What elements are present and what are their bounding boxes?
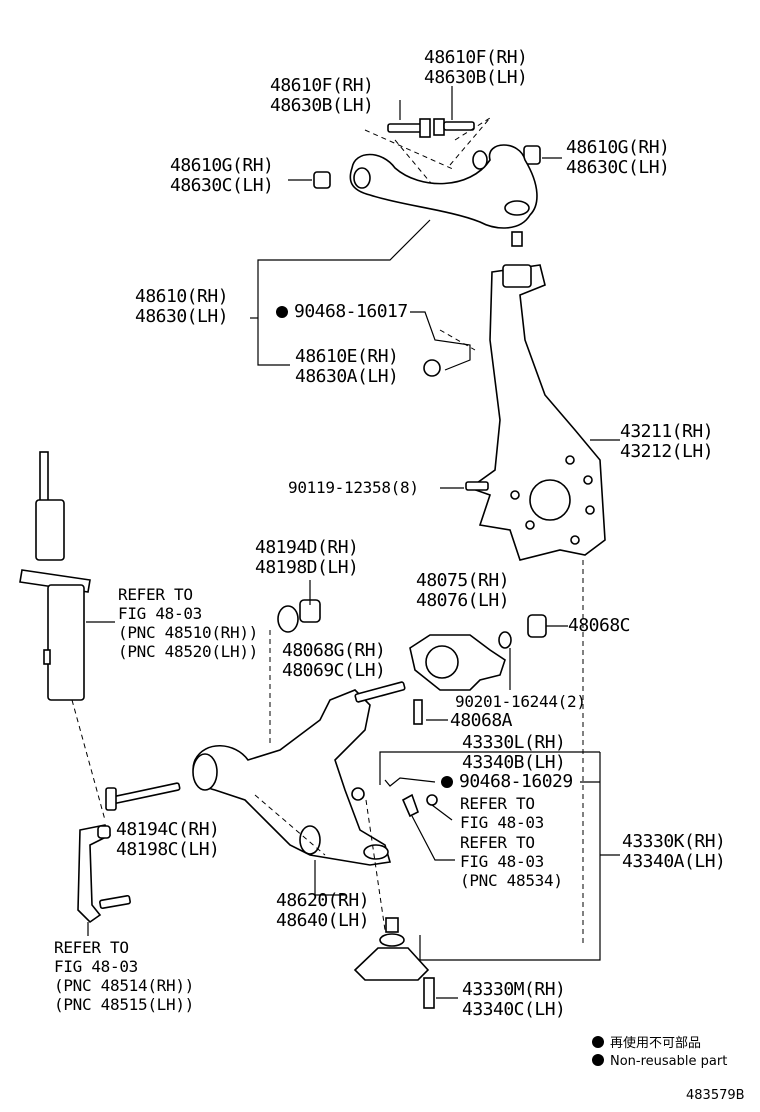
label-line: 48630C(LH) [170, 175, 274, 196]
lower-control-arm [105, 681, 406, 896]
label-line: 48610F(RH) [270, 75, 374, 96]
label-line: 48194D(RH) [255, 537, 359, 558]
non-reusable-dot-icon [276, 306, 288, 318]
label-line: REFER TO [460, 794, 535, 813]
label-bolt-top-right: 48610F(RH) 48630B(LH) [424, 47, 528, 88]
upper-arm-bolts [364, 86, 491, 201]
label-line: 48630B(LH) [424, 67, 528, 88]
label-line: (PNC 48534) [460, 871, 563, 890]
label-ball-joint-lower: 43330M(RH) 43340C(LH) [462, 979, 566, 1020]
label-nut-lower: 48068G(RH) 48069C(LH) [282, 640, 386, 681]
label-line: 43340C(LH) [462, 999, 566, 1020]
figure-id: 483579B [686, 1088, 745, 1103]
label-line: 43212(LH) [620, 441, 714, 462]
upper-control-arm [250, 144, 538, 366]
label-line: 90119-12358(8) [288, 478, 419, 497]
label-line: 48610E(RH) [295, 346, 399, 367]
label-line: REFER TO [118, 585, 193, 604]
label-bushing-rear-collar: 48068C [568, 615, 631, 636]
label-bushing-right: 48610G(RH) 48630C(LH) [566, 137, 670, 178]
label-line: 43340B(LH) [462, 752, 566, 773]
label-knuckle-bolt: 90119-12358(8) [288, 478, 419, 497]
label-line: 48620(RH) [276, 890, 370, 911]
label-line: 48640(LH) [276, 910, 370, 931]
lower-ball-joint-parts [351, 751, 620, 961]
label-line: FIG 48-03 [460, 852, 544, 871]
legend-text: 再使用不可部品 [610, 1036, 702, 1051]
label-line: 48630B(LH) [270, 95, 374, 116]
label-ref-fig-2: REFER TO FIG 48-03 (PNC 48534) [460, 833, 563, 890]
stabilizer-link [77, 824, 131, 936]
label-ref-fig-1: REFER TO FIG 48-03 [460, 794, 544, 832]
non-reusable-dot-icon [592, 1054, 604, 1066]
shock-absorber-strut [19, 451, 115, 821]
label-ball-joint-assy: 43330K(RH) 43340A(LH) [622, 831, 726, 872]
label-line: (PNC 48514(RH)) [54, 976, 194, 995]
non-reusable-dot-icon [592, 1036, 604, 1048]
label-bushing-left: 48610G(RH) 48630C(LH) [170, 155, 274, 196]
label-line: 43340A(LH) [622, 851, 726, 872]
label-ball-joint-upper: 48610E(RH) 48630A(LH) [295, 346, 399, 387]
label-line: (PNC 48515(LH)) [54, 995, 194, 1014]
label-nut-lower-ball: 90468-16029 [441, 772, 573, 792]
label-bolt-top-left: 48610F(RH) 48630B(LH) [270, 75, 374, 116]
non-reusable-dot-icon [441, 776, 453, 788]
label-line: 48610(RH) [135, 286, 229, 307]
lower-ball-joint [353, 917, 458, 1009]
label-line: 48198D(LH) [255, 557, 359, 578]
label-line: FIG 48-03 [460, 813, 544, 832]
legend-text: Non-reusable part [610, 1054, 728, 1069]
label-washer-rear: 90201-16244(2) [455, 692, 586, 711]
label-strut-ref: REFER TO FIG 48-03 (PNC 48510(RH)) (PNC … [118, 585, 258, 661]
label-line: 43330L(RH) [462, 732, 566, 753]
lower-arm-washers [269, 580, 321, 745]
label-nut-upper: 90468-16017 [276, 302, 408, 322]
label-line: 48068G(RH) [282, 640, 386, 661]
label-line: 48075(RH) [416, 570, 510, 591]
label-line: 43211(RH) [620, 421, 714, 442]
label-line: 48630(LH) [135, 306, 229, 327]
label-bolt-lower: 48068A [450, 710, 513, 731]
label-bushing-rear: 48075(RH) 48076(LH) [416, 570, 510, 611]
label-upper-arm: 48610(RH) 48630(LH) [135, 286, 229, 327]
label-lower-arm: 48620(RH) 48640(LH) [276, 890, 370, 931]
label-line: 48069C(LH) [282, 660, 386, 681]
label-line: 48630A(LH) [295, 366, 399, 387]
label-line: 48610G(RH) [566, 137, 670, 158]
label-line: 48076(LH) [416, 590, 510, 611]
label-line: 43330M(RH) [462, 979, 566, 1000]
upper-ball-joint-nut [410, 311, 476, 377]
label-line: 43330K(RH) [622, 831, 726, 852]
label-line: 48198C(LH) [116, 839, 220, 860]
label-line: 48610G(RH) [170, 155, 274, 176]
rear-bushing [409, 614, 568, 725]
label-line: 48068A [450, 710, 513, 731]
label-washer-lower: 48194D(RH) 48198D(LH) [255, 537, 359, 578]
label-line: 48194C(RH) [116, 819, 220, 840]
upper-bushings [288, 145, 562, 189]
label-line: REFER TO [54, 938, 129, 957]
label-line: 90468-16029 [459, 771, 573, 792]
legend-en: Non-reusable part [592, 1054, 727, 1069]
label-line: 48610F(RH) [424, 47, 528, 68]
label-line: REFER TO [460, 833, 535, 852]
label-ball-joint-cover: 43330L(RH) 43340B(LH) [462, 732, 566, 773]
label-line: (PNC 48510(RH)) [118, 623, 258, 642]
label-line: 48630C(LH) [566, 157, 670, 178]
label-stabilizer-ref: REFER TO FIG 48-03 (PNC 48514(RH)) (PNC … [54, 938, 194, 1014]
label-line: 90468-16017 [294, 301, 408, 322]
label-knuckle: 43211(RH) 43212(LH) [620, 421, 714, 462]
label-line: (PNC 48520(LH)) [118, 642, 258, 661]
label-washer-cam: 48194C(RH) 48198C(LH) [116, 819, 220, 860]
legend-jp: 再使用不可部品 [592, 1032, 701, 1051]
label-line: FIG 48-03 [118, 604, 202, 623]
label-line: 48068C [568, 615, 631, 636]
steering-knuckle [440, 264, 620, 945]
label-line: FIG 48-03 [54, 957, 138, 976]
label-line: 90201-16244(2) [455, 692, 586, 711]
